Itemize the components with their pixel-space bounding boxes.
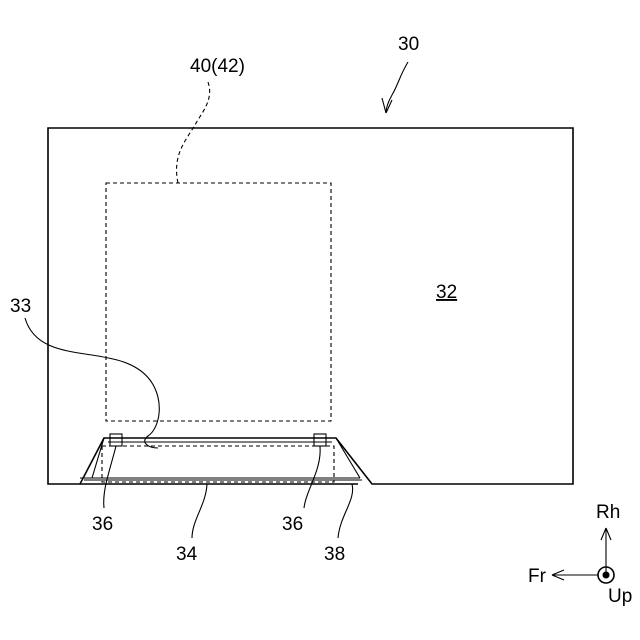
clip-right [314,434,326,446]
clip-left [110,434,122,446]
axis-label-rh: Rh [596,502,620,523]
label-34: 34 [176,544,198,565]
label-38: 38 [324,544,345,565]
leader-40-42 [177,82,210,183]
label-33: 33 [10,296,31,317]
bracket-right-inner [336,438,360,478]
label-36-right: 36 [282,514,303,535]
bracket-dashed-region [102,446,334,482]
label-36-left: 36 [92,514,113,535]
axis-label-fr: Fr [528,566,547,587]
leader-33 [25,318,159,448]
label-32: 32 [436,282,457,303]
leader-36-right [304,446,320,508]
axis-up-symbol-dot [603,572,610,579]
leader-38 [338,484,353,538]
module-dashed-outline [106,183,331,421]
axis-label-up: Up [608,586,632,607]
label-30: 30 [398,34,419,55]
leader-34 [192,484,207,538]
main-panel-outline [48,128,573,484]
label-40-42: 40(42) [190,56,245,77]
leader-36-left [104,446,116,508]
